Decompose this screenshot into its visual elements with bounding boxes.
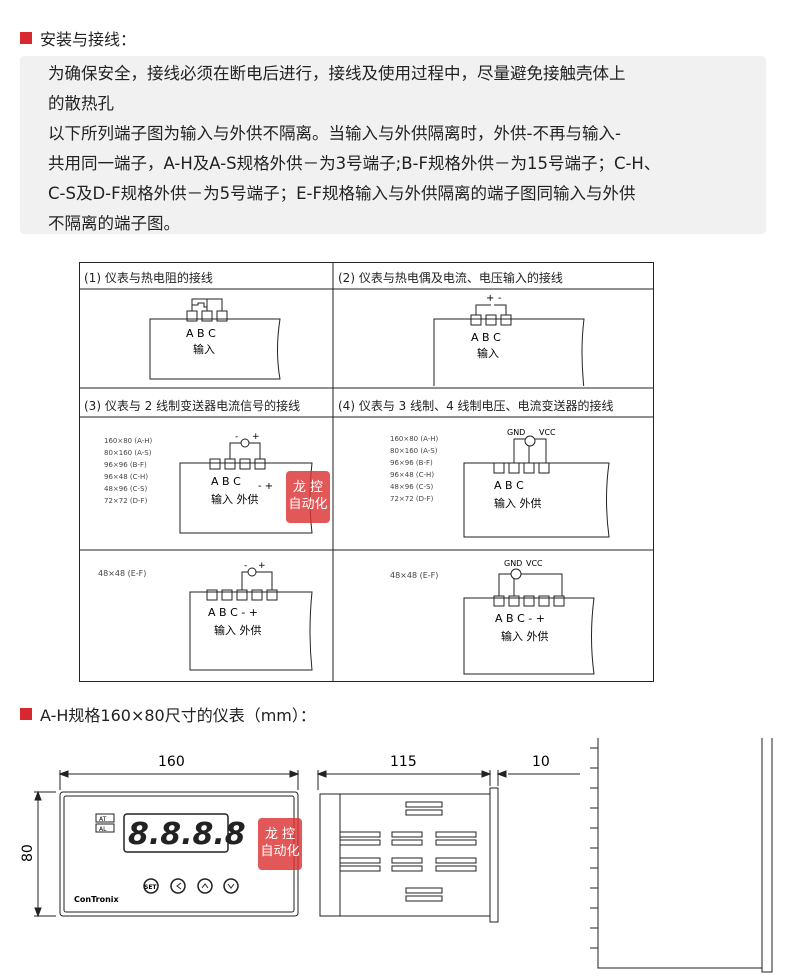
minus-label: -	[235, 432, 238, 442]
watermark-line: 龙 控	[292, 480, 324, 495]
wiring-heading-2: (2) 仪表与热电偶及电流、电压输入的接线	[338, 271, 563, 285]
note-line: C-S及D-F规格外供－为5号端子；E-F规格输入与外供隔离的端子图同输入与外供	[48, 184, 636, 203]
watermark-line: 龙 控	[264, 827, 296, 842]
watermark-line: 自动化	[260, 844, 300, 859]
diagram-2wire: - + A B C - + 输入 外供	[179, 432, 313, 534]
size-item: 48×96 (C-S)	[104, 485, 148, 493]
size-item: 96×96 (B-F)	[390, 459, 433, 467]
dim-width-160: 160	[158, 754, 185, 770]
note-line: 不隔离的端子图。	[48, 214, 180, 233]
size-item: 72×72 (D-F)	[104, 497, 148, 505]
minus-label: -	[498, 293, 502, 304]
note-line: 以下所列端子图为输入与外供不隔离。当输入与外供隔离时，外供-不再与输入-	[48, 124, 621, 143]
note-line: 的散热孔	[48, 94, 114, 113]
size-ef-right: 48×48 (E-F)	[390, 571, 439, 580]
input-supply-label: 输入 外供	[214, 623, 262, 637]
diagram-2wire-ef: - + A B C - + 输入 外供	[189, 561, 313, 671]
display-digits: 8.8.8.8	[128, 817, 246, 852]
size-list-left: 160×80 (A-H) 80×160 (A-S) 96×96 (B-F) 96…	[104, 435, 152, 507]
size-list-right: 160×80 (A-H) 80×160 (A-S) 96×96 (B-F) 96…	[390, 433, 438, 505]
size-item: 72×72 (D-F)	[390, 495, 434, 503]
red-square-icon	[20, 32, 32, 44]
brand-logo: ConTronix	[74, 895, 120, 904]
note-line: 共用同一端子，A-H及A-S规格外供－为3号端子;B-F规格外供－为15号端子；…	[48, 154, 661, 173]
diagram-thermocouple: + - A B C 输入	[433, 293, 585, 386]
install-note-box: 为确保安全，接线必须在断电后进行，接线及使用过程中，尽量避免接触壳体上 的散热孔…	[20, 56, 766, 234]
plus-label: +	[258, 561, 266, 571]
input-label: 输入	[193, 342, 215, 356]
input-label: 输入	[477, 346, 499, 360]
size-item: 160×80 (A-H)	[390, 435, 439, 443]
wiring-heading-1: (1) 仪表与热电阻的接线	[84, 271, 213, 285]
input-supply-label: 输入 外供	[211, 492, 259, 506]
diagram-rtd: A B C 输入	[149, 298, 281, 380]
install-section-header: 安装与接线：	[20, 26, 136, 50]
dim-width-10: 10	[532, 754, 550, 770]
watermark-logo: 龙 控 自动化	[258, 818, 302, 870]
abc-label: A B C	[471, 331, 501, 344]
plus-label: +	[486, 293, 494, 304]
minus-label: -	[244, 561, 247, 571]
input-supply-label: 输入 外供	[501, 629, 549, 643]
size-item: 96×48 (C-H)	[390, 471, 435, 479]
diagram-3-4wire-ef: GND VCC A B C - + 输入 外供	[463, 559, 595, 675]
size-ef-left: 48×48 (E-F)	[98, 569, 147, 578]
size-item: 96×96 (B-F)	[104, 461, 147, 469]
set-button-label: SET	[144, 884, 157, 891]
dims-section-header: A-H规格160×80尺寸的仪表（mm）：	[20, 702, 316, 726]
dims-title: A-H规格160×80尺寸的仪表（mm）：	[40, 706, 316, 725]
input-supply-label: 输入 外供	[494, 496, 542, 510]
wiring-heading-4: (4) 仪表与 3 线制、4 线制电压、电流变送器的接线	[338, 399, 614, 413]
abc-dash-label: A B C - +	[208, 606, 258, 619]
size-item: 80×160 (A-S)	[104, 449, 152, 457]
gnd-label: GND	[504, 559, 522, 568]
note-line: 为确保安全，接线必须在断电后进行，接线及使用过程中，尽量避免接触壳体上	[48, 64, 626, 83]
dimension-drawings: 160 115 10 80 8.8.8.8 AT AL ConTronix SE…	[20, 738, 773, 973]
led-at-label: AT	[99, 816, 107, 823]
dash-plus-label: - +	[258, 481, 273, 492]
vcc-label: VCC	[526, 559, 543, 568]
abc-label: A B C	[494, 479, 524, 492]
watermark-logo: 龙 控 自动化	[286, 471, 330, 523]
abc-dash-label: A B C - +	[495, 612, 545, 625]
red-square-icon	[20, 708, 32, 720]
wiring-heading-3: (3) 仪表与 2 线制变送器电流信号的接线	[84, 399, 301, 413]
led-al-label: AL	[99, 826, 107, 833]
wiring-diagram-grid: (1) 仪表与热电阻的接线 (2) 仪表与热电偶及电流、电压输入的接线 (3) …	[79, 262, 654, 682]
dim-height-80: 80	[20, 844, 36, 862]
abc-label: A B C	[186, 327, 216, 340]
size-item: 48×96 (C-S)	[390, 483, 434, 491]
size-item: 96×48 (C-H)	[104, 473, 149, 481]
plus-label: +	[252, 432, 260, 442]
wiring-grid-lines	[79, 262, 654, 682]
watermark-line: 自动化	[288, 497, 328, 512]
abc-label: A B C	[211, 475, 241, 488]
size-item: 160×80 (A-H)	[104, 437, 153, 445]
vcc-label: VCC	[539, 428, 556, 437]
diagram-3-4wire: GND VCC A B C 输入 外供	[463, 428, 610, 538]
dim-width-115: 115	[390, 754, 417, 770]
gnd-label: GND	[507, 428, 525, 437]
install-title: 安装与接线：	[40, 30, 137, 49]
size-item: 80×160 (A-S)	[390, 447, 438, 455]
